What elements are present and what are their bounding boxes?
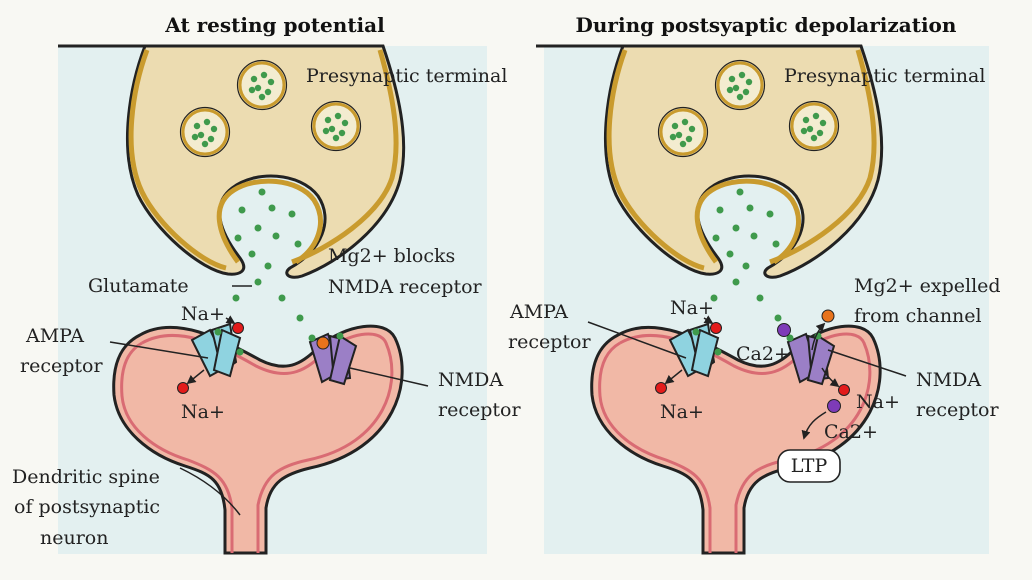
nmda-pointer bbox=[349, 367, 429, 387]
label-ltp: LTP bbox=[791, 455, 828, 477]
na-ion bbox=[710, 322, 722, 334]
label-na-bottom: Na+ bbox=[660, 401, 704, 423]
label-mg-block-2: NMDA receptor bbox=[328, 276, 483, 298]
label-nmda-1: NMDA bbox=[916, 369, 981, 391]
panel-depolarization: During postsyaptic depolarization bbox=[508, 13, 1001, 555]
label-na-bottom: Na+ bbox=[181, 401, 225, 423]
label-nmda-2: receptor bbox=[916, 399, 999, 421]
na-ion bbox=[655, 382, 667, 394]
mg-expel-arrow bbox=[811, 322, 826, 351]
vesicle bbox=[236, 59, 288, 111]
vesicle bbox=[310, 100, 362, 152]
label-na-top: Na+ bbox=[181, 303, 225, 325]
ca-to-ltp-arrow bbox=[801, 411, 827, 440]
ltp-box bbox=[777, 449, 841, 483]
ca-ion bbox=[827, 399, 841, 413]
glutamate-bound bbox=[714, 348, 722, 356]
glutamate-bound bbox=[786, 334, 794, 342]
glutamate-bound bbox=[236, 348, 244, 356]
na-exit-arrow bbox=[664, 369, 683, 385]
panel-title: At resting potential bbox=[164, 13, 385, 37]
panel-title: During postsyaptic depolarization bbox=[576, 13, 957, 37]
ca-ion bbox=[777, 323, 791, 337]
vesicle bbox=[657, 106, 709, 158]
label-mg-expelled-2: from channel bbox=[854, 305, 982, 327]
mg-ion bbox=[316, 336, 330, 350]
na-exit-arrow bbox=[186, 369, 205, 385]
label-nmda-2: receptor bbox=[438, 399, 521, 421]
label-ampa-2: receptor bbox=[508, 331, 591, 353]
vesicle bbox=[179, 106, 231, 158]
na-entry-arrow bbox=[225, 315, 236, 324]
label-spine-1: Dendritic spine bbox=[12, 466, 160, 488]
label-glutamate: Glutamate bbox=[88, 275, 189, 297]
nmda-pointer bbox=[827, 349, 907, 377]
label-mg-expelled-1: Mg2+ expelled bbox=[854, 275, 1001, 297]
label-na-top: Na+ bbox=[670, 297, 714, 319]
glutamate-bound bbox=[692, 328, 700, 336]
label-ampa-2: receptor bbox=[20, 355, 103, 377]
vesicle bbox=[714, 59, 766, 111]
mg-ion bbox=[821, 309, 835, 323]
na-entry-arrow bbox=[703, 315, 714, 324]
label-presynaptic: Presynaptic terminal bbox=[306, 65, 507, 87]
label-presynaptic: Presynaptic terminal bbox=[784, 65, 985, 87]
glutamate-bound bbox=[308, 334, 316, 342]
label-nmda-1: NMDA bbox=[438, 369, 503, 391]
label-na-nmda: Na+ bbox=[856, 391, 900, 413]
vesicle bbox=[788, 100, 840, 152]
na-ion bbox=[177, 382, 189, 394]
panel-resting: At resting potential Presynaptic termina… bbox=[12, 13, 521, 555]
na-influx-arrow bbox=[821, 367, 840, 388]
label-spine-2: of postsynaptic bbox=[14, 496, 160, 518]
na-ion bbox=[232, 322, 244, 334]
label-mg-block-1: Mg2+ blocks bbox=[328, 245, 455, 267]
glutamate-bound bbox=[336, 332, 344, 340]
label-ca-in: Ca2+ bbox=[736, 343, 790, 365]
spine-pointer bbox=[179, 467, 241, 516]
label-ampa-1: AMPA bbox=[509, 301, 568, 323]
label-spine-3: neuron bbox=[40, 527, 108, 549]
label-ca-bottom: Ca2+ bbox=[824, 421, 878, 443]
label-ampa-1: AMPA bbox=[25, 325, 84, 347]
glutamate-bound bbox=[214, 328, 222, 336]
na-ion bbox=[838, 384, 850, 396]
ampa-pointer bbox=[587, 321, 687, 359]
ampa-pointer bbox=[109, 341, 209, 359]
